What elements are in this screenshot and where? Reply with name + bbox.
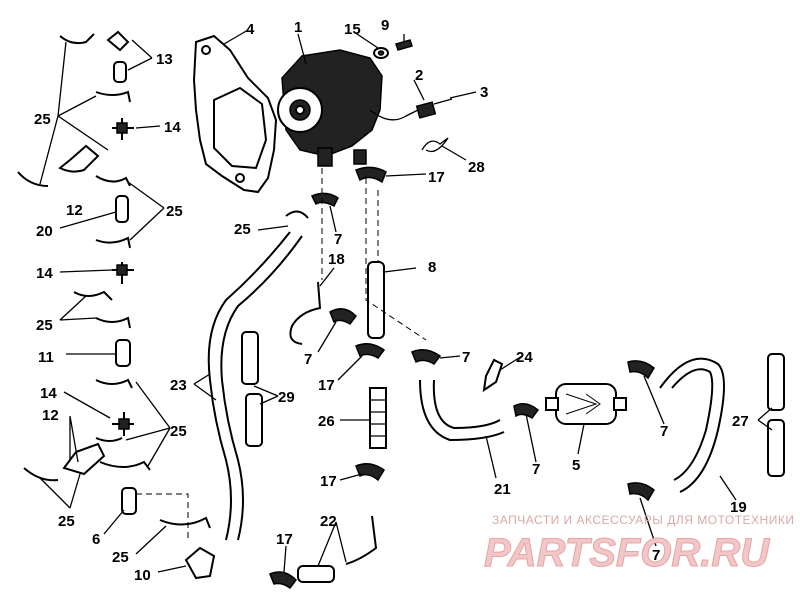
hoses bbox=[207, 231, 785, 583]
screw bbox=[395, 39, 413, 51]
label-12-b: 12 bbox=[42, 407, 59, 424]
label-7-a: 7 bbox=[334, 231, 342, 248]
label-23: 23 bbox=[170, 377, 187, 394]
label-21: 21 bbox=[494, 481, 511, 498]
label-7-d: 7 bbox=[532, 461, 540, 478]
label-29: 29 bbox=[278, 389, 295, 406]
label-7-f: 7 bbox=[652, 547, 660, 564]
label-7-c: 7 bbox=[462, 349, 470, 366]
label-19: 19 bbox=[730, 499, 747, 516]
label-9: 9 bbox=[381, 17, 389, 34]
label-14-a: 14 bbox=[164, 119, 181, 136]
label-17-d: 17 bbox=[276, 531, 293, 548]
watermark-brand: PARTSFOR.RU bbox=[484, 531, 770, 575]
label-7-b: 7 bbox=[304, 351, 312, 368]
label-17-b: 17 bbox=[318, 377, 335, 394]
fuel-pump bbox=[277, 49, 383, 167]
label-25-d: 25 bbox=[36, 317, 53, 334]
label-8: 8 bbox=[428, 259, 436, 276]
fitting bbox=[482, 358, 504, 393]
label-2: 2 bbox=[415, 67, 423, 84]
label-25-b: 25 bbox=[166, 203, 183, 220]
label-27: 27 bbox=[732, 413, 749, 430]
label-18: 18 bbox=[328, 251, 345, 268]
label-25-a: 25 bbox=[34, 111, 51, 128]
sensor-lead bbox=[369, 98, 453, 121]
watermark: ЗАПЧАСТИ И АКСЕССУАРЫ ДЛЯ МОТОТЕХНИКИ PA… bbox=[484, 513, 794, 576]
leader-lines bbox=[39, 29, 773, 573]
label-11: 11 bbox=[38, 349, 54, 366]
label-24: 24 bbox=[516, 349, 533, 366]
label-17-c: 17 bbox=[320, 473, 337, 490]
label-28: 28 bbox=[468, 159, 485, 176]
label-7-e: 7 bbox=[660, 423, 668, 440]
label-25-e: 25 bbox=[170, 423, 187, 440]
left-parts-column bbox=[17, 30, 216, 580]
label-20: 20 bbox=[36, 223, 53, 240]
retaining-clip bbox=[421, 137, 449, 153]
washer bbox=[373, 47, 389, 59]
label-14-b: 14 bbox=[36, 265, 53, 282]
label-5: 5 bbox=[572, 457, 580, 474]
label-25-g: 25 bbox=[112, 549, 129, 566]
label-17-a: 17 bbox=[428, 169, 445, 186]
hose-clamps bbox=[269, 166, 655, 590]
label-10: 10 bbox=[134, 567, 151, 584]
watermark-tagline: ЗАПЧАСТИ И АКСЕССУАРЫ ДЛЯ МОТОТЕХНИКИ bbox=[492, 513, 794, 527]
label-25-f: 25 bbox=[58, 513, 75, 530]
label-3: 3 bbox=[480, 84, 488, 101]
label-22: 22 bbox=[320, 513, 337, 530]
label-26: 26 bbox=[318, 413, 335, 430]
inline-fuel-filter bbox=[545, 383, 627, 425]
label-1: 1 bbox=[294, 19, 302, 36]
label-15: 15 bbox=[344, 21, 361, 38]
label-13: 13 bbox=[156, 51, 173, 68]
label-12-a: 12 bbox=[66, 202, 83, 219]
mounting-plate bbox=[192, 34, 278, 194]
label-6: 6 bbox=[92, 531, 100, 548]
dashed-routing-lines bbox=[321, 168, 427, 341]
label-4: 4 bbox=[246, 21, 255, 38]
label-14-c: 14 bbox=[40, 385, 57, 402]
label-25-c: 25 bbox=[234, 221, 251, 238]
callout-labels: 1 2 3 4 5 6 7 7 7 7 7 7 8 9 10 11 12 12 … bbox=[34, 17, 749, 584]
